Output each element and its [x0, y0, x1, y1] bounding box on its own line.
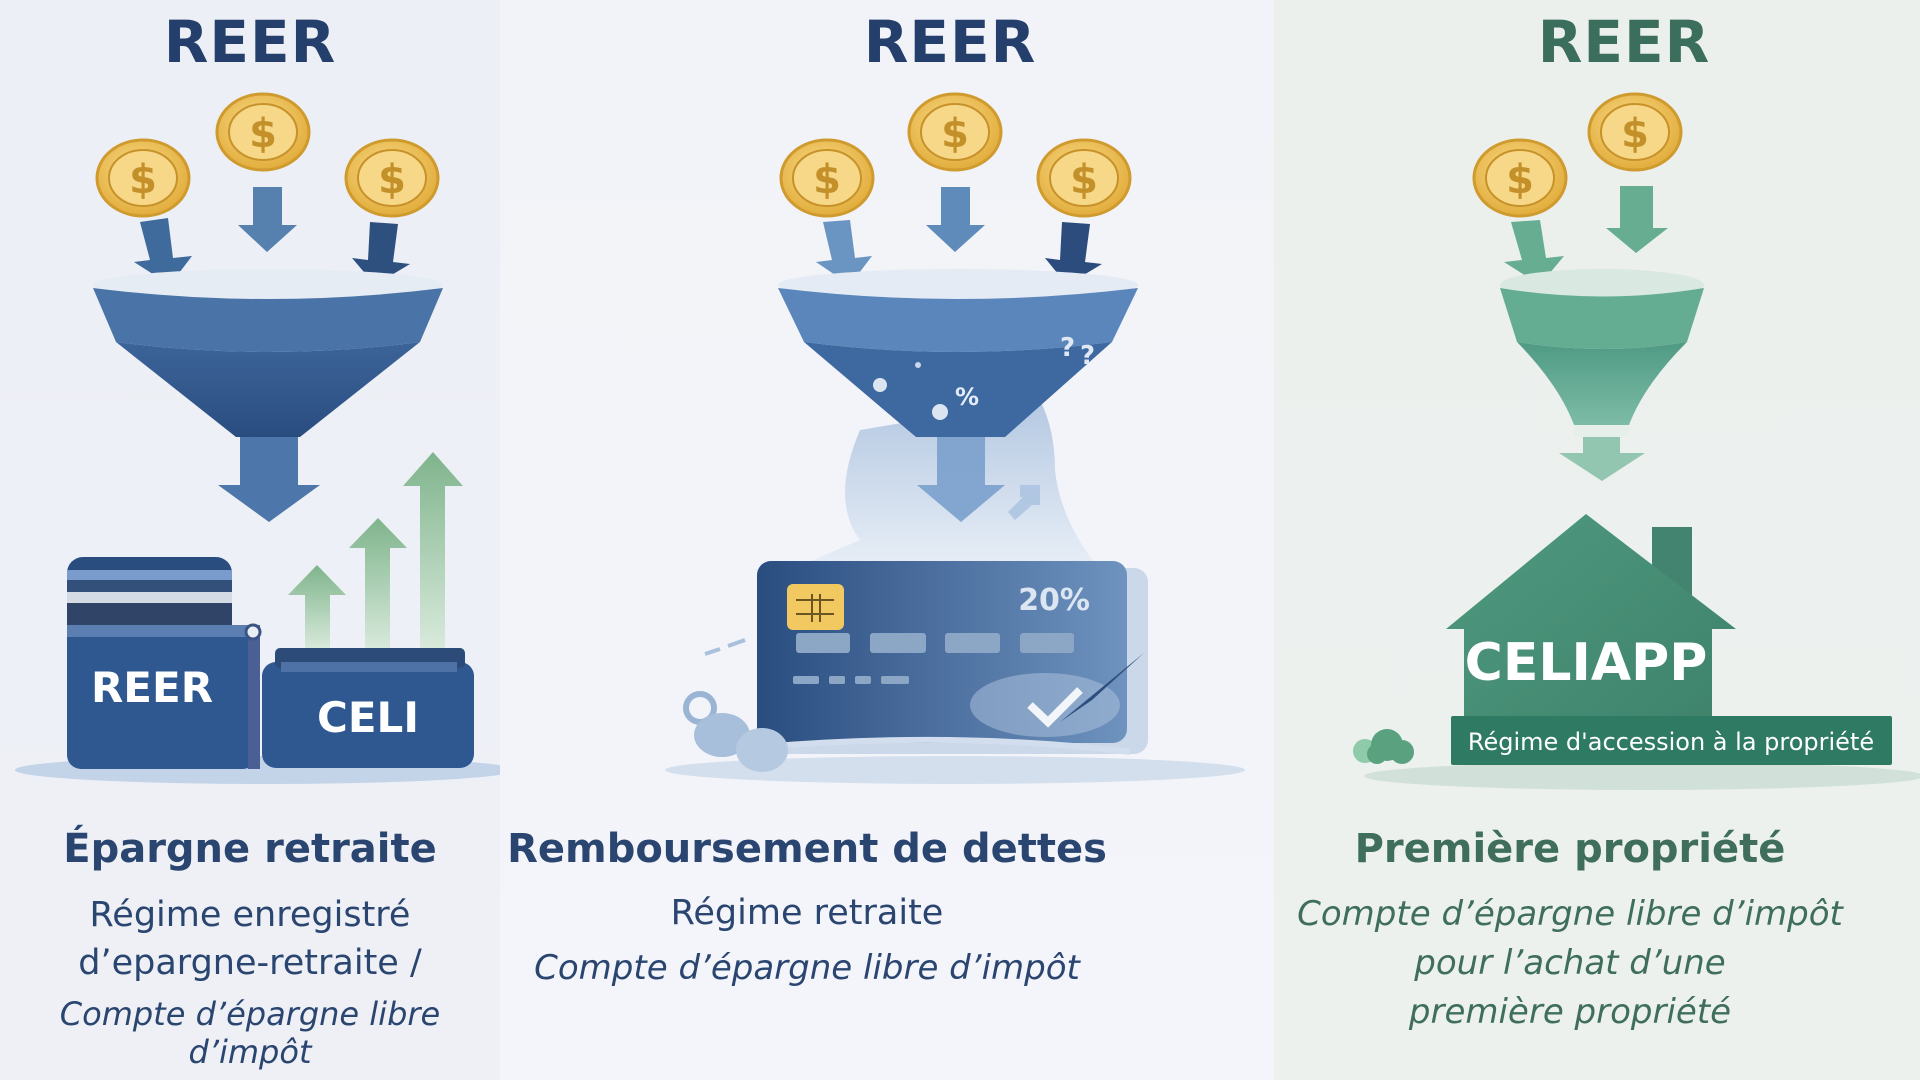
- panel-subtitle-line: première propriété: [1408, 992, 1732, 1032]
- svg-text:CELI: CELI: [317, 693, 419, 742]
- svg-text:Régime d'accession à la propri: Régime d'accession à la propriété: [1468, 728, 1874, 756]
- panel-heading: Épargne retraite: [63, 826, 437, 872]
- panel-debt-repayment: REER $ $: [500, 0, 1274, 1080]
- funnel-icon: ? ? %: [778, 269, 1138, 522]
- svg-text:$: $: [1506, 157, 1534, 203]
- house-icon: CELIAPP: [1446, 514, 1736, 762]
- svg-text:$: $: [941, 111, 969, 157]
- panel-subtitle-line: Compte d’épargne libre d’impôt: [59, 995, 441, 1071]
- retirement-funnel-illustration: $ $ $: [15, 92, 500, 784]
- svg-text:20%: 20%: [1018, 583, 1090, 618]
- svg-text:%: %: [955, 383, 979, 411]
- panel-title: REER: [1537, 8, 1711, 76]
- panel-subtitle-line: Compte d’épargne libre d’impôt: [534, 948, 1080, 988]
- svg-text:$: $: [1621, 111, 1649, 157]
- svg-text:?: ?: [1080, 341, 1095, 371]
- debt-funnel-illustration: $ $ $ ? ? %: [665, 92, 1245, 784]
- padlock-icon: [683, 638, 788, 772]
- panel-subtitle-line: pour l’achat d’une: [1414, 943, 1726, 983]
- svg-text:$: $: [378, 157, 406, 203]
- svg-text:$: $: [1070, 157, 1098, 203]
- svg-text:$: $: [813, 157, 841, 203]
- panel-heading: Première propriété: [1354, 826, 1786, 872]
- panel-subtitle-line: Compte d’épargne libre d’impôt: [1297, 894, 1843, 934]
- coin-icon: $: [1587, 92, 1683, 172]
- growth-arrows-icon: [288, 452, 463, 650]
- bush-icon: [1353, 729, 1414, 764]
- panel-subtitle-line: Régime retraite: [670, 893, 944, 933]
- funnel-icon: [1500, 269, 1704, 481]
- coin-icon: $: [95, 138, 191, 218]
- coin-icon: $: [1472, 138, 1568, 218]
- panel-heading: Remboursement de dettes: [507, 826, 1107, 872]
- coin-icon: $: [779, 138, 875, 218]
- svg-text:REER: REER: [91, 663, 213, 712]
- panel-title: REER: [163, 8, 337, 76]
- svg-text:$: $: [129, 157, 157, 203]
- arrow-down-icon: [1504, 186, 1668, 285]
- coin-icon: $: [344, 138, 440, 218]
- panel-title: REER: [863, 8, 1037, 76]
- arrow-down-icon: [134, 187, 410, 285]
- coin-icon: $: [907, 92, 1003, 172]
- svg-text:CELIAPP: CELIAPP: [1465, 633, 1708, 693]
- svg-text:?: ?: [1060, 333, 1075, 363]
- home-funnel-illustration: $ $ CELIAPP: [1353, 92, 1920, 790]
- funnel-icon: [93, 269, 443, 522]
- celi-account-box: CELI: [262, 648, 474, 768]
- credit-card-icon: 20%: [749, 561, 1148, 755]
- arrow-down-icon: [816, 187, 1102, 285]
- panel-retirement-savings: REER $ $: [0, 0, 500, 1080]
- panel-first-home: REER $ $: [1274, 0, 1920, 1080]
- coin-icon: $: [215, 92, 311, 172]
- svg-text:$: $: [249, 111, 277, 157]
- rap-label-banner: Régime d'accession à la propriété: [1451, 716, 1892, 765]
- reer-account-box: REER: [67, 557, 262, 769]
- panel-subtitle-line: d’epargne-retraite /: [78, 943, 422, 983]
- panel-subtitle-line: Régime enregistré: [89, 895, 411, 935]
- coin-icon: $: [1036, 138, 1132, 218]
